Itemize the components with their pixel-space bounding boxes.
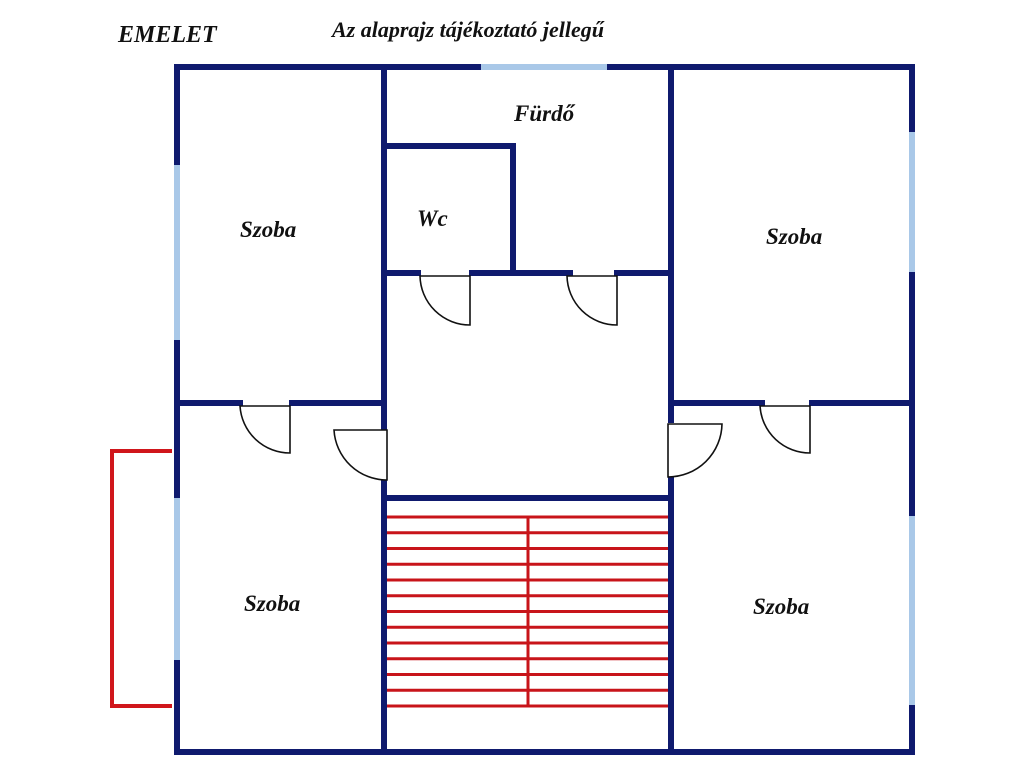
floor-label: EMELET [117,22,218,48]
windows [174,64,915,705]
door-room-bottom-left [239,405,291,454]
interior-walls [174,64,915,755]
room-label-wc: Wc [417,206,448,231]
door-corridor-left [333,429,388,481]
room-label-bottom-left: Szoba [244,591,300,616]
room-label-bottom-right: Szoba [753,594,809,619]
plan-note: Az alaprajz tájékoztató jellegű [330,17,605,42]
room-label-top-right: Szoba [766,224,822,249]
doors [239,275,811,481]
door-wc [419,275,471,326]
door-corridor-right [667,423,723,478]
door-bath [566,275,618,326]
door-room-bottom-right [759,405,811,454]
balcony [110,449,172,708]
room-label-top-left: Szoba [240,217,296,242]
staircase [387,515,668,708]
room-label-bath: Fürdő [513,101,576,126]
